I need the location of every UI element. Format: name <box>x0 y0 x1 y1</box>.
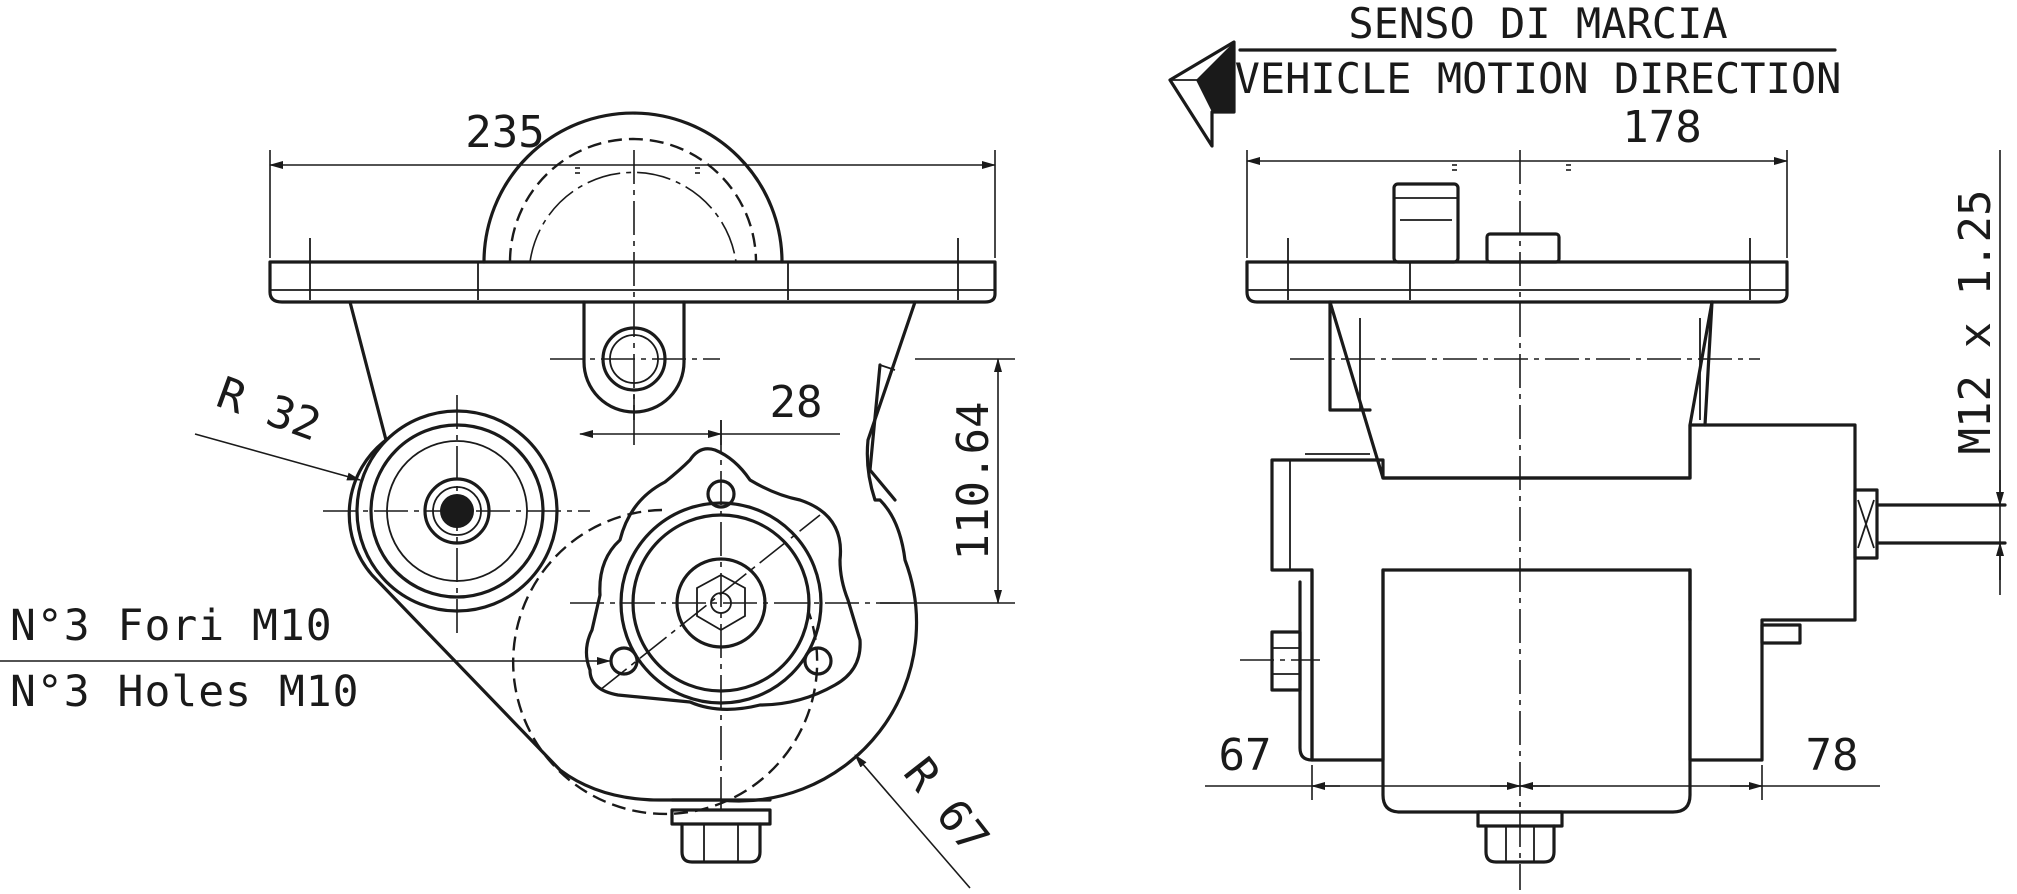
thread-label: M12 x 1.25 <box>1950 190 2001 455</box>
radius-67-label: R 67 <box>893 748 998 863</box>
direction-title-it: SENSO DI MARCIA <box>1348 0 1727 48</box>
dim-67-label: 67 <box>1219 730 1272 781</box>
holes-note-it: N°3 Fori M10 <box>10 601 333 651</box>
side-gearbox <box>1270 423 1857 762</box>
dim-178-label: 178 <box>1622 102 1701 153</box>
direction-arrow-icon <box>1168 40 1236 148</box>
dim-28-label: 28 <box>770 377 823 428</box>
side-mounting-plate <box>1245 260 1789 304</box>
motion-direction-block: SENSO DI MARCIA VEHICLE MOTION DIRECTION <box>1168 0 1842 148</box>
holes-note-en: N°3 Holes M10 <box>10 667 360 717</box>
side-view: 178 M12 x 1.25 67 78 <box>1205 102 2007 890</box>
direction-title-en: VEHICLE MOTION DIRECTION <box>1235 54 1842 103</box>
front-dome <box>482 111 784 264</box>
dim-110-64-label: 110.64 <box>948 402 999 561</box>
output-flange <box>511 447 862 816</box>
front-view: 235 28 110.64 R 32 R 67 N°3 Fori M10 N°3… <box>0 107 1015 889</box>
dim-78-label: 78 <box>1806 730 1859 781</box>
front-housing <box>347 300 919 803</box>
dim-235-label: 235 <box>465 107 544 158</box>
radius-32-label: R 32 <box>210 367 327 451</box>
front-mounting-plate <box>268 260 997 304</box>
